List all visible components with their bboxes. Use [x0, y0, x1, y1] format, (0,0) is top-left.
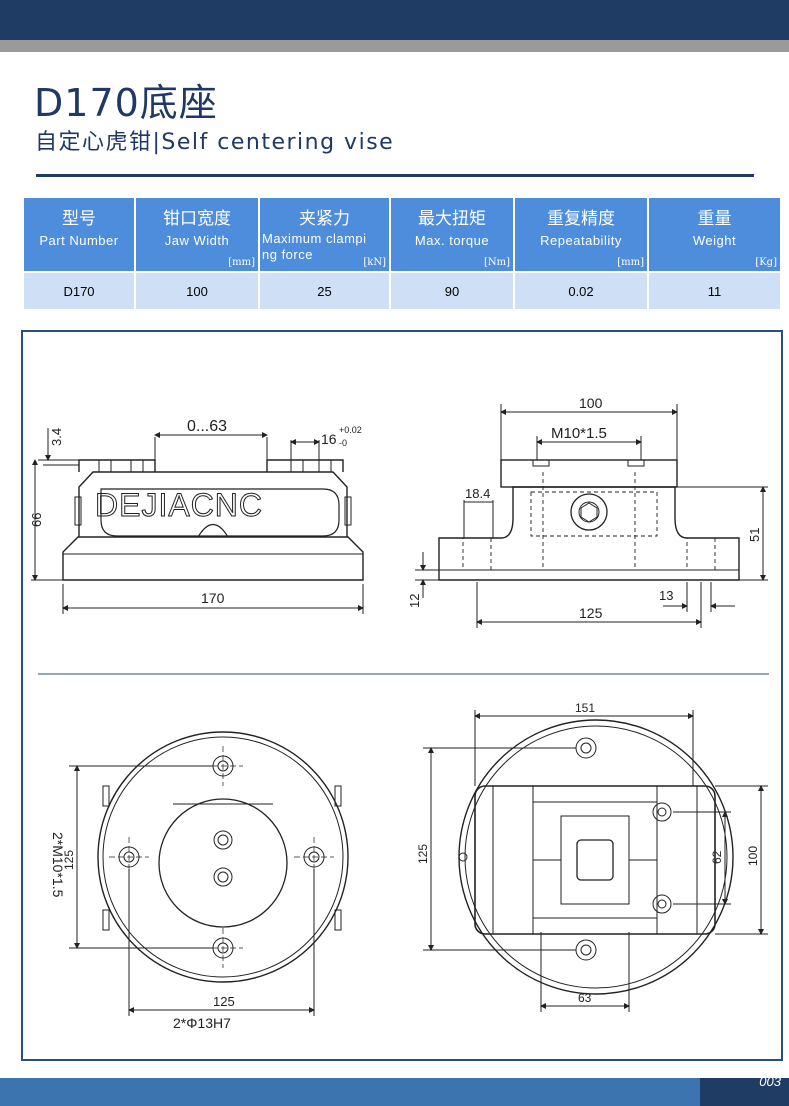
page-title: D170底座 — [34, 81, 218, 125]
header-part-number: 型号 Part Number — [22, 196, 136, 273]
header-unit: [kN] — [363, 257, 386, 268]
dim-flange: 18.4 — [465, 486, 490, 501]
dim-thread: M10*1.5 — [551, 425, 607, 442]
dim-jaw-range: 0...63 — [187, 418, 227, 435]
header-unit: [mm] — [617, 257, 644, 268]
dim-slot-tol-lower: -0 — [339, 438, 347, 448]
header-cn: 重量 — [697, 209, 732, 229]
header-cn: 重复精度 — [547, 209, 615, 229]
header-en: Max. torque — [414, 233, 490, 248]
dim-slot-width: 16 — [321, 431, 337, 447]
dim-thread-holes: 2*M10*1.5 — [50, 832, 66, 898]
header-cn: 钳口宽度 — [163, 209, 231, 229]
spec-header-row: 型号 Part Number 钳口宽度 Jaw Width [mm] 夹紧力 M… — [22, 196, 782, 273]
dim-height-66: 66 — [29, 513, 44, 527]
dim-horizontal-125: 125 — [213, 994, 235, 1009]
table-row: D170 100 25 90 0.02 11 — [22, 271, 782, 311]
cell-jaw-width: 100 — [134, 271, 260, 311]
header-en-line2: ng force — [262, 247, 313, 262]
dim-top-offset: 3.4 — [49, 428, 64, 446]
header-unit: [Kg] — [755, 257, 777, 268]
cell-max-torque: 90 — [389, 271, 515, 311]
dim-hole-spacing: 125 — [579, 605, 603, 621]
title-divider — [36, 174, 754, 177]
dim-inner-62: 62 — [710, 850, 724, 864]
top-banner-stripe — [0, 40, 789, 52]
header-cn: 型号 — [62, 209, 96, 229]
header-en: Jaw Width — [164, 233, 230, 248]
header-en-line1: Maximum clampi — [262, 231, 367, 246]
dim-slot-tol-upper: +0.02 — [339, 425, 362, 435]
header-en: Weight — [692, 233, 737, 248]
header-max-torque: 最大扭矩 Max. torque [Nm] — [389, 196, 515, 273]
header-en: Repeatability — [540, 233, 622, 248]
dim-hole-offset: 13 — [659, 588, 673, 603]
dim-bottom-63: 63 — [578, 991, 592, 1005]
dim-base-12: 12 — [407, 594, 422, 608]
cell-clamping-force: 25 — [258, 271, 391, 311]
drawing-canvas: DEJIACNC 0...63 16 +0.02 -0 3.4 66 170 1… — [29, 395, 769, 1031]
header-weight: 重量 Weight [Kg] — [647, 196, 782, 273]
dim-vertical-125: 125 — [62, 850, 76, 870]
header-unit: [mm] — [228, 257, 255, 268]
front-view — [31, 428, 364, 614]
dim-height-51: 51 — [747, 528, 762, 542]
dim-width-100: 100 — [579, 395, 603, 411]
dim-length-170: 170 — [201, 590, 225, 606]
header-clamping-force: 夹紧力 Maximum clampi ng force [kN] — [258, 196, 391, 273]
dim-right-100: 100 — [746, 846, 760, 866]
spec-table: 型号 Part Number 钳口宽度 Jaw Width [mm] 夹紧力 M… — [22, 196, 782, 311]
bottom-view — [69, 731, 349, 1016]
bottom-banner-accent — [0, 1078, 700, 1106]
dim-left-125: 125 — [416, 844, 430, 864]
page-number: 003 — [759, 1074, 781, 1089]
header-en: Part Number — [39, 233, 119, 248]
header-cn: 最大扭矩 — [418, 209, 486, 229]
header-jaw-width: 钳口宽度 Jaw Width [mm] — [134, 196, 260, 273]
top-view — [423, 710, 768, 1012]
technical-drawing: DEJIACNC 0...63 16 +0.02 -0 3.4 66 170 1… — [21, 330, 783, 1061]
cell-part-number: D170 — [22, 271, 136, 311]
page-subtitle: 自定心虎钳|Self centering vise — [35, 130, 395, 155]
dim-pin-holes: 2*Φ13H7 — [173, 1015, 231, 1031]
header-repeatability: 重复精度 Repeatability [mm] — [513, 196, 649, 273]
brand-label: DEJIACNC — [95, 487, 263, 523]
header-unit: [Nm] — [483, 257, 510, 268]
top-banner — [0, 0, 789, 40]
cell-weight: 11 — [647, 271, 782, 311]
dim-overall-151: 151 — [575, 701, 595, 715]
header-cn: 夹紧力 — [299, 209, 350, 229]
cell-repeatability: 0.02 — [513, 271, 649, 311]
drawing-labels: DEJIACNC 0...63 16 +0.02 -0 3.4 66 170 1… — [29, 395, 762, 1031]
side-view — [415, 404, 768, 628]
